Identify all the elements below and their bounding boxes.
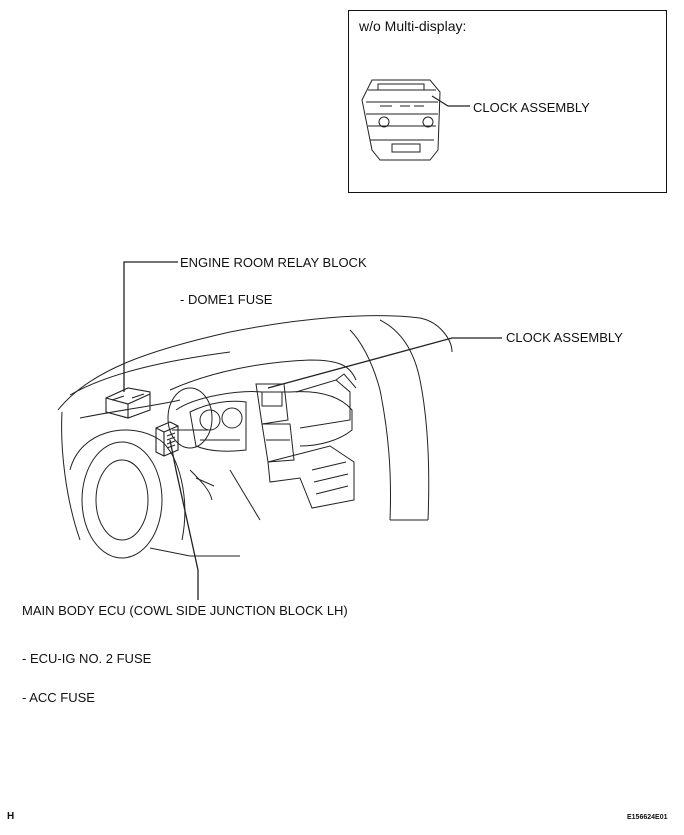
- main-body-ecu-label: MAIN BODY ECU (COWL SIDE JUNCTION BLOCK …: [22, 603, 348, 618]
- footer-code: H: [7, 811, 15, 822]
- figure-id: E156624E01: [627, 814, 668, 821]
- engine-room-relay-block-label: ENGINE ROOM RELAY BLOCK: [180, 255, 367, 270]
- car-body: [57, 315, 453, 559]
- inset-head-unit-drawing: [361, 79, 470, 161]
- clock-leader: [267, 337, 502, 389]
- ecu-ig-no2-fuse-label: - ECU-IG NO. 2 FUSE: [22, 651, 152, 666]
- clock-assembly-label: CLOCK ASSEMBLY: [506, 330, 623, 345]
- relay-block-drawing: [105, 387, 151, 419]
- relay-block-leader: [123, 261, 178, 392]
- dome1-fuse-label: - DOME1 FUSE: [180, 292, 273, 307]
- ecu-leader: [169, 439, 199, 600]
- main-body-ecu-drawing: [155, 421, 179, 457]
- inset-clock-assembly-label: CLOCK ASSEMBLY: [473, 100, 590, 115]
- acc-fuse-label: - ACC FUSE: [22, 690, 95, 705]
- inset-heading: w/o Multi-display:: [359, 18, 467, 34]
